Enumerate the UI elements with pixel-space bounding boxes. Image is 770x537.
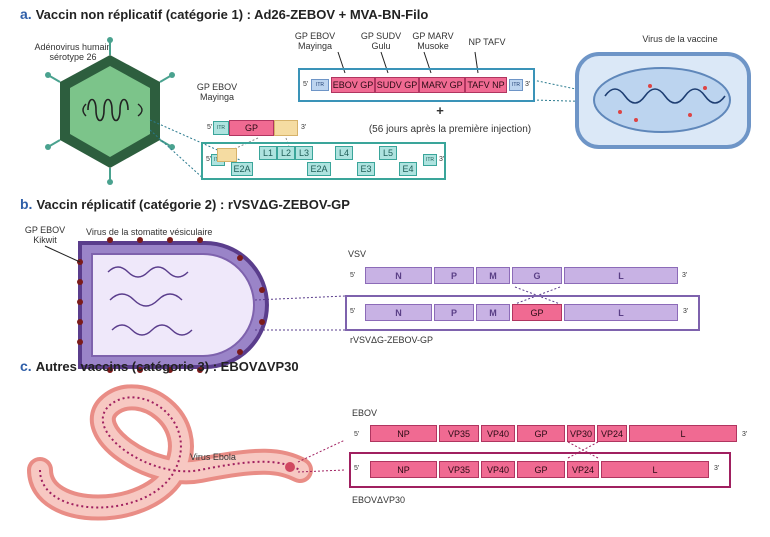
delta-gene-vp40: VP40 [481, 461, 515, 478]
interval-note: (56 jours après la première injection) [368, 124, 532, 135]
vsv-virus-label: Virus de la stomatite vésiculaire [86, 227, 213, 237]
section-a-title: a.Vaccin non réplicatif (catégorie 1) : … [20, 6, 429, 22]
delta-gene-l: L [601, 461, 709, 478]
recombinant-box: 5' N P M GP L 3' [345, 295, 700, 331]
gene-l5: L5 [379, 146, 397, 160]
ebov-gene-vp24: VP24 [597, 425, 627, 442]
vsv-gene-l: L [564, 267, 678, 284]
vsv-gene-m: M [476, 267, 510, 284]
recomb-gene-m: M [476, 304, 510, 321]
delta-gene-vp24: VP24 [567, 461, 599, 478]
ebov-gene-vp40: VP40 [481, 425, 515, 442]
mva-seg-ebov-gp: EBOV GP [331, 77, 375, 93]
section-c-title: c.Autres vaccins (catégorie 3) : EBOVΔVP… [20, 358, 299, 374]
vaccinia-virus-icon [575, 52, 751, 149]
section-c-letter: c. [20, 358, 32, 374]
recomb-gene-gp: GP [512, 304, 562, 321]
vaccinia-label: Virus de la vaccine [642, 34, 718, 44]
gene-l1: L1 [259, 146, 277, 160]
gene-l2: L2 [277, 146, 295, 160]
mva-seg-marv-gp: MARV GP [419, 77, 465, 93]
recomb-gene-p: P [434, 304, 474, 321]
mva-construct-box: 5' ITR EBOV GP SUDV GP MARV GP TAFV NP I… [298, 68, 535, 102]
plus-sign: + [436, 103, 444, 118]
ebov-gene-np: NP [370, 425, 437, 442]
ebov-delta-box: 5' NP VP35 VP40 GP VP24 L 3' [349, 452, 731, 488]
terminal-5: 5' [207, 124, 213, 131]
mva-seg-sudv-gp: SUDV GP [375, 77, 419, 93]
mva-label-tafv: NP TAFV [468, 37, 506, 47]
ebola-virus-icon [27, 384, 313, 521]
ebov-3: 3' [742, 431, 748, 438]
recomb-gene-n: N [365, 304, 432, 321]
section-b-letter: b. [20, 196, 33, 212]
itr-left: ITR [213, 121, 229, 135]
section-b-title: b.Vaccin réplicatif (catégorie 2) : rVSV… [20, 196, 350, 212]
gene-e4: E4 [399, 162, 417, 176]
ebov-5: 5' [354, 431, 360, 438]
vsv-gene-g: G [512, 267, 562, 284]
adenovirus-icon [45, 37, 175, 185]
recomb-gene-l: L [564, 304, 678, 321]
mva-seg-tafv-np: TAFV NP [465, 77, 507, 93]
gene-e2a-1: E2A [231, 162, 253, 176]
gene-l4: L4 [335, 146, 353, 160]
delta-gene-np: NP [370, 461, 437, 478]
vsv-label: VSV [348, 249, 367, 259]
vsv-virus-icon [77, 237, 269, 373]
itr-right-adeno: ITR [423, 154, 437, 166]
recombinant-label: rVSVΔG-ZEBOV-GP [350, 335, 434, 345]
vsv-3: 3' [682, 272, 688, 279]
ebov-gene-gp: GP [517, 425, 565, 442]
ebov-gene-vp35: VP35 [439, 425, 479, 442]
ebola-label: Virus Ebola [190, 452, 236, 462]
section-a-letter: a. [20, 6, 32, 22]
vsv-5: 5' [350, 272, 356, 279]
mva-itr-left: ITR [311, 79, 329, 91]
gene-e3: E3 [357, 162, 375, 176]
ebov-gene-l: L [629, 425, 737, 442]
delta-gene-vp35: VP35 [439, 461, 479, 478]
mva-itr-right: ITR [509, 79, 523, 91]
gp-flank [274, 120, 298, 136]
ebov-delta-label: EBOVΔVP30 [352, 495, 406, 505]
gp-segment: GP [229, 120, 274, 136]
vsv-gene-n: N [365, 267, 432, 284]
delta-gene-gp: GP [517, 461, 565, 478]
ebov-gene-vp30: VP30 [567, 425, 595, 442]
vsv-gene-p: P [434, 267, 474, 284]
gene-e2a-2: E2A [307, 162, 331, 176]
insert-flank [217, 148, 237, 162]
terminal-3: 3' [301, 124, 307, 131]
adenovirus-genome-box: 5' ITR L1 L2 L3 L4 L5 E2A E2A E3 E4 ITR … [201, 142, 446, 180]
gene-l3: L3 [295, 146, 313, 160]
ebov-label: EBOV [352, 408, 378, 418]
